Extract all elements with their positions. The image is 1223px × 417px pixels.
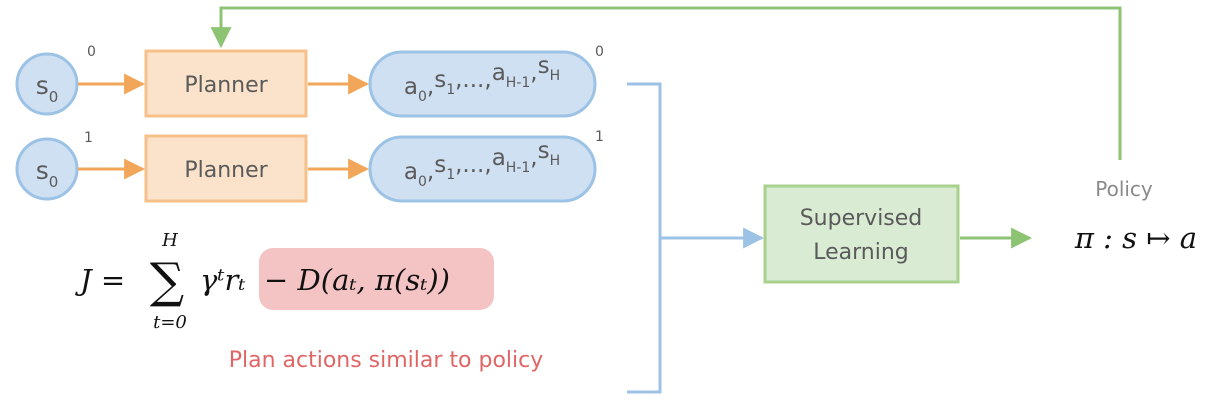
trajectory-text-1: a0,s1,...,aH-1,sH bbox=[404, 138, 560, 190]
sum-lower-limit: t=0 bbox=[153, 312, 187, 333]
svg-text:s0: s0 bbox=[36, 156, 59, 191]
state-1-base: s bbox=[36, 156, 49, 185]
policy-formula: π : s ↦ a bbox=[1074, 221, 1197, 255]
trajectory-separator: , bbox=[530, 60, 537, 86]
svg-text:s0: s0 bbox=[36, 71, 59, 106]
trajectory-node-1 bbox=[368, 135, 597, 203]
trajectory-symbol: s bbox=[538, 53, 550, 79]
trajectory-subscript: 1 bbox=[446, 167, 455, 183]
objective-lhs: J = bbox=[75, 263, 125, 297]
trajectory-symbol: s bbox=[434, 152, 446, 178]
trajectory-node-0 bbox=[368, 50, 597, 118]
trajectory-symbol: s bbox=[434, 67, 446, 93]
dataset-bracket bbox=[627, 82, 662, 394]
trajectory-subscript: 0 bbox=[418, 89, 427, 105]
trajectory-separator: , bbox=[427, 159, 434, 185]
trajectory-separator: , bbox=[427, 74, 434, 100]
trajectory-index-1: 1 bbox=[595, 129, 604, 145]
state-0-base: s bbox=[36, 71, 49, 100]
supervised-label-line1: Supervised bbox=[800, 206, 923, 231]
sum-upper-limit: H bbox=[161, 230, 178, 251]
penalty-highlight bbox=[259, 248, 494, 310]
trajectory-symbol: a bbox=[492, 145, 506, 171]
policy-feedback-loop bbox=[210, 6, 1122, 160]
planner-box-0 bbox=[144, 49, 308, 118]
state-0-sub: 0 bbox=[49, 88, 59, 106]
caption: Plan actions similar to policy bbox=[229, 348, 544, 373]
penalty-term: − D(aₜ, π(sₜ)) bbox=[264, 263, 450, 297]
trajectory-symbol: a bbox=[404, 74, 418, 100]
planner-label-1: Planner bbox=[184, 158, 268, 183]
trajectory-subscript: 0 bbox=[418, 174, 427, 190]
reward-term: γᵗrₜ bbox=[200, 263, 246, 297]
trajectory-subscript: H-1 bbox=[506, 75, 531, 91]
row-index-1: 1 bbox=[84, 130, 93, 146]
policy-label: Policy bbox=[1095, 177, 1153, 201]
supervised-learning-box bbox=[763, 184, 960, 284]
planner-box-1 bbox=[144, 134, 308, 203]
state-node-1 bbox=[15, 137, 79, 201]
trajectory-text-0: a0,s1,...,aH-1,sH bbox=[404, 53, 560, 105]
state-1-sub: 0 bbox=[49, 173, 59, 191]
trajectory-subscript: 1 bbox=[446, 82, 455, 98]
trajectory-symbol: s bbox=[538, 138, 550, 164]
objective-equation: J = ∑ H t=0 γᵗrₜ − D(aₜ, π(sₜ)) bbox=[75, 230, 494, 333]
trajectory-separator: ,..., bbox=[455, 152, 492, 178]
planner-label-0: Planner bbox=[184, 73, 268, 98]
trajectory-symbol: a bbox=[404, 159, 418, 185]
trajectory-index-0: 0 bbox=[595, 44, 604, 60]
trajectory-separator: , bbox=[530, 145, 537, 171]
supervised-label-line2: Learning bbox=[813, 240, 909, 265]
trajectory-symbol: a bbox=[492, 60, 506, 86]
row-0: s0 0 Planner a0,s1,...,aH-1,sH 0 bbox=[15, 44, 604, 118]
row-index-0: 0 bbox=[87, 44, 96, 60]
trajectory-subscript: H bbox=[550, 153, 561, 169]
trajectory-subscript: H-1 bbox=[506, 160, 531, 176]
state-node-0 bbox=[15, 52, 79, 116]
sum-symbol: ∑ bbox=[150, 253, 184, 309]
row-1: s0 1 Planner a0,s1,...,aH-1,sH 1 bbox=[15, 129, 604, 203]
trajectory-separator: ,..., bbox=[455, 67, 492, 93]
trajectory-subscript: H bbox=[550, 68, 561, 84]
